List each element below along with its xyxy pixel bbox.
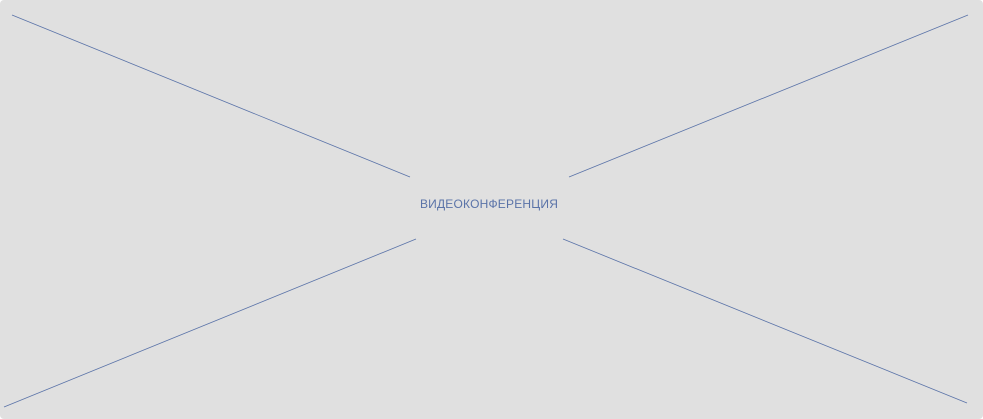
cross-line-top-right xyxy=(568,14,969,178)
cross-line-bottom-left xyxy=(3,238,417,408)
cross-line-bottom-right xyxy=(562,238,968,404)
placeholder-label: ВИДЕОКОНФЕРЕНЦИЯ xyxy=(419,197,559,211)
cross-line-top-left xyxy=(11,14,411,178)
